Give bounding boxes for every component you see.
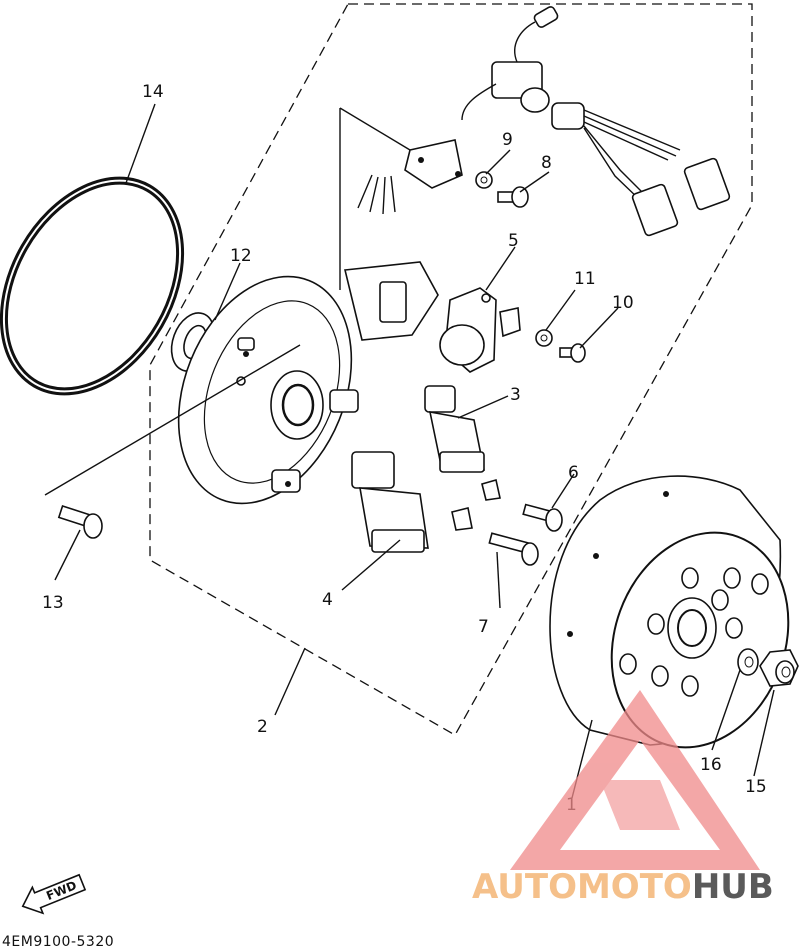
callout-2: 2: [257, 717, 268, 737]
lighting-coil: [351, 451, 429, 553]
callout-15: 15: [745, 777, 767, 797]
callout-8: 8: [541, 153, 552, 173]
watermark-logo: [510, 690, 760, 870]
assembly-boundary: [149, 3, 753, 736]
callout-9: 9: [502, 130, 513, 150]
callout-3: 3: [510, 385, 521, 405]
o-ring-gasket: [0, 176, 185, 396]
washer-16: [737, 648, 759, 676]
watermark-brand-part2: HUB: [692, 867, 774, 907]
screw-7: [488, 532, 539, 566]
callout-4: 4: [322, 590, 333, 610]
watermark-brand: AUTOMOTOHUB: [472, 867, 774, 907]
callout-10: 10: [612, 293, 634, 313]
flywheel-rotor: [549, 475, 790, 749]
lock-washer-9: [475, 171, 493, 189]
coil-terminal-a: [481, 478, 501, 501]
callout-16: 16: [700, 755, 722, 775]
watermark-brand-part1: AUTOMOTO: [472, 867, 692, 907]
callout-7: 7: [478, 617, 489, 637]
wiring-harness: [357, 6, 731, 237]
callout-5: 5: [508, 231, 519, 251]
callout-11: 11: [574, 269, 596, 289]
screw-6: [522, 503, 563, 532]
bracket-clip: [499, 307, 521, 338]
nut-15: [759, 649, 799, 687]
callout-12: 12: [230, 246, 252, 266]
callout-14: 14: [142, 82, 164, 102]
pickup-bracket: [404, 139, 463, 189]
stator-base-plate: [177, 275, 359, 505]
screw-10: [559, 343, 586, 363]
coil-terminal-b: [451, 507, 473, 531]
washer-11: [535, 329, 553, 347]
leader-lines: [44, 103, 775, 799]
screw-8: [497, 186, 529, 208]
drawing-code: 4EM9100-5320: [2, 934, 114, 949]
pickup-coil: [439, 287, 497, 373]
part-callouts: 1 2 3 4 5 6 7 8 9 10 11 12 13 14 15 16: [42, 82, 767, 815]
fwd-arrow: FWD: [21, 873, 87, 915]
charge-coil: [424, 385, 485, 473]
screw-13: [57, 504, 103, 539]
callout-6: 6: [568, 463, 579, 483]
stator-core: [344, 261, 439, 341]
callout-13: 13: [42, 593, 64, 613]
